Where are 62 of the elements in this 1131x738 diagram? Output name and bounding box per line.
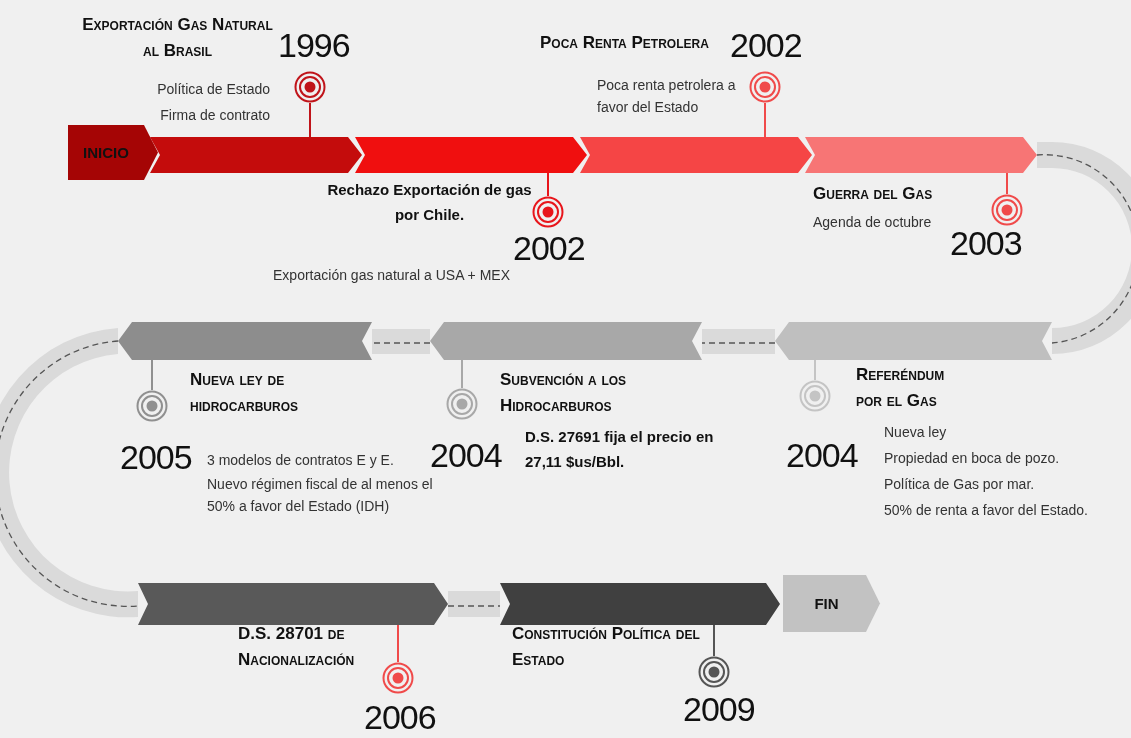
end-arrow: FIN — [783, 575, 880, 632]
event-detail: 3 modelos de contratos E y E. — [207, 451, 395, 470]
event-detail: Exportación gas natural a USA + MEX — [272, 266, 510, 285]
event-detail: Nueva ley — [884, 423, 948, 442]
year-label: 2002 — [730, 26, 803, 64]
year-label: 1996 — [278, 26, 351, 64]
year-label: 2004 — [430, 436, 503, 474]
timeline-segment — [355, 137, 587, 173]
target-marker — [382, 662, 414, 694]
target-marker — [799, 380, 831, 412]
year-label: 2009 — [683, 690, 756, 728]
dashed-connector — [701, 342, 776, 344]
target-marker — [136, 390, 168, 422]
target-marker — [991, 194, 1023, 226]
timeline-segment — [150, 137, 362, 173]
leader-line — [547, 172, 549, 197]
event-title: Poca Renta Petrolera — [540, 32, 710, 54]
event-title: Constitución Política del Estado — [512, 623, 701, 671]
leader-line — [151, 359, 153, 391]
start-arrow: INICIO — [68, 125, 158, 180]
target-marker — [446, 388, 478, 420]
leader-line — [461, 359, 463, 389]
leader-line — [1006, 172, 1008, 195]
event-title: D.S. 28701 de Nacionalización — [238, 623, 356, 671]
event-detail: Poca renta petrolera a favor del Estado — [597, 76, 737, 117]
year-label: 2006 — [364, 698, 437, 736]
year-label: 2005 — [120, 438, 193, 476]
event-title: Guerra del Gas — [813, 183, 934, 205]
event-title: Nueva ley de hidrocarburos — [190, 369, 299, 417]
dashed-connector — [447, 605, 501, 607]
timeline-segment — [118, 322, 372, 360]
timeline-segment — [138, 583, 448, 625]
event-detail: Propiedad en boca de pozo. — [884, 449, 1061, 468]
event-detail: Política de Estado — [156, 80, 270, 99]
year-label: 2003 — [950, 224, 1023, 262]
event-title: D.S. 27691 fija el precio en 27,11 $us/Bbl. — [525, 427, 715, 472]
target-marker — [532, 196, 564, 228]
leader-line — [713, 624, 715, 657]
year-label: 2002 — [513, 229, 586, 267]
target-marker — [294, 71, 326, 103]
leader-line — [764, 102, 766, 138]
timeline-segment — [500, 583, 780, 625]
year-label: 2004 — [786, 436, 859, 474]
event-detail: 50% de renta a favor del Estado. — [884, 501, 1089, 520]
target-marker — [749, 71, 781, 103]
event-title: Rechazo Exportación de gas por Chile. — [326, 180, 533, 225]
event-detail: Nuevo régimen fiscal de al menos el 50% a favor del Estado (IDH) — [207, 475, 434, 516]
event-detail: Política de Gas por mar. — [884, 475, 1036, 494]
event-detail: Firma de contrato — [159, 106, 270, 125]
event-title: Referéndum por el Gas — [856, 364, 946, 412]
timeline-segment — [580, 137, 812, 173]
leader-line — [397, 624, 399, 663]
timeline-segment — [430, 322, 702, 360]
timeline-segment — [775, 322, 1052, 360]
dashed-connector — [371, 342, 431, 344]
event-detail: Agenda de octubre — [813, 213, 933, 232]
event-title: Subvención a los Hidrocarburos — [500, 369, 628, 417]
target-marker — [698, 656, 730, 688]
leader-line — [309, 102, 311, 138]
timeline-segment — [805, 137, 1037, 173]
leader-line — [814, 359, 816, 381]
event-title: Exportación Gas Natural al Brasil — [81, 14, 274, 62]
